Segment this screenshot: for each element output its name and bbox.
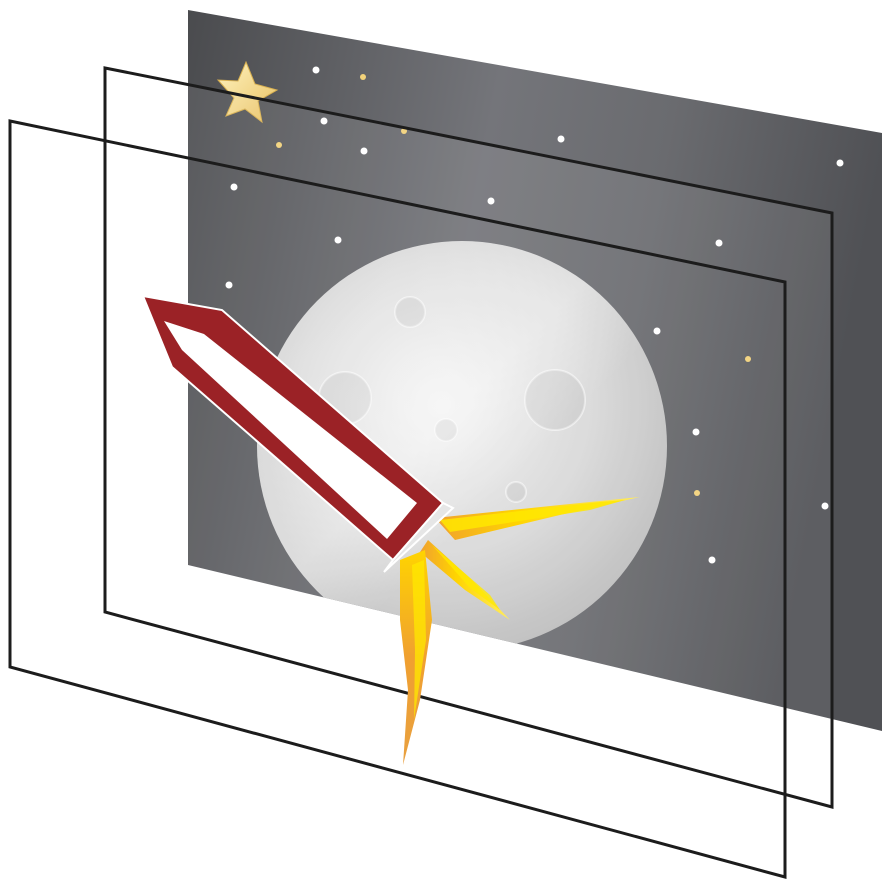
layers-diagram: [0, 0, 882, 884]
layers-illustration: [0, 0, 882, 884]
